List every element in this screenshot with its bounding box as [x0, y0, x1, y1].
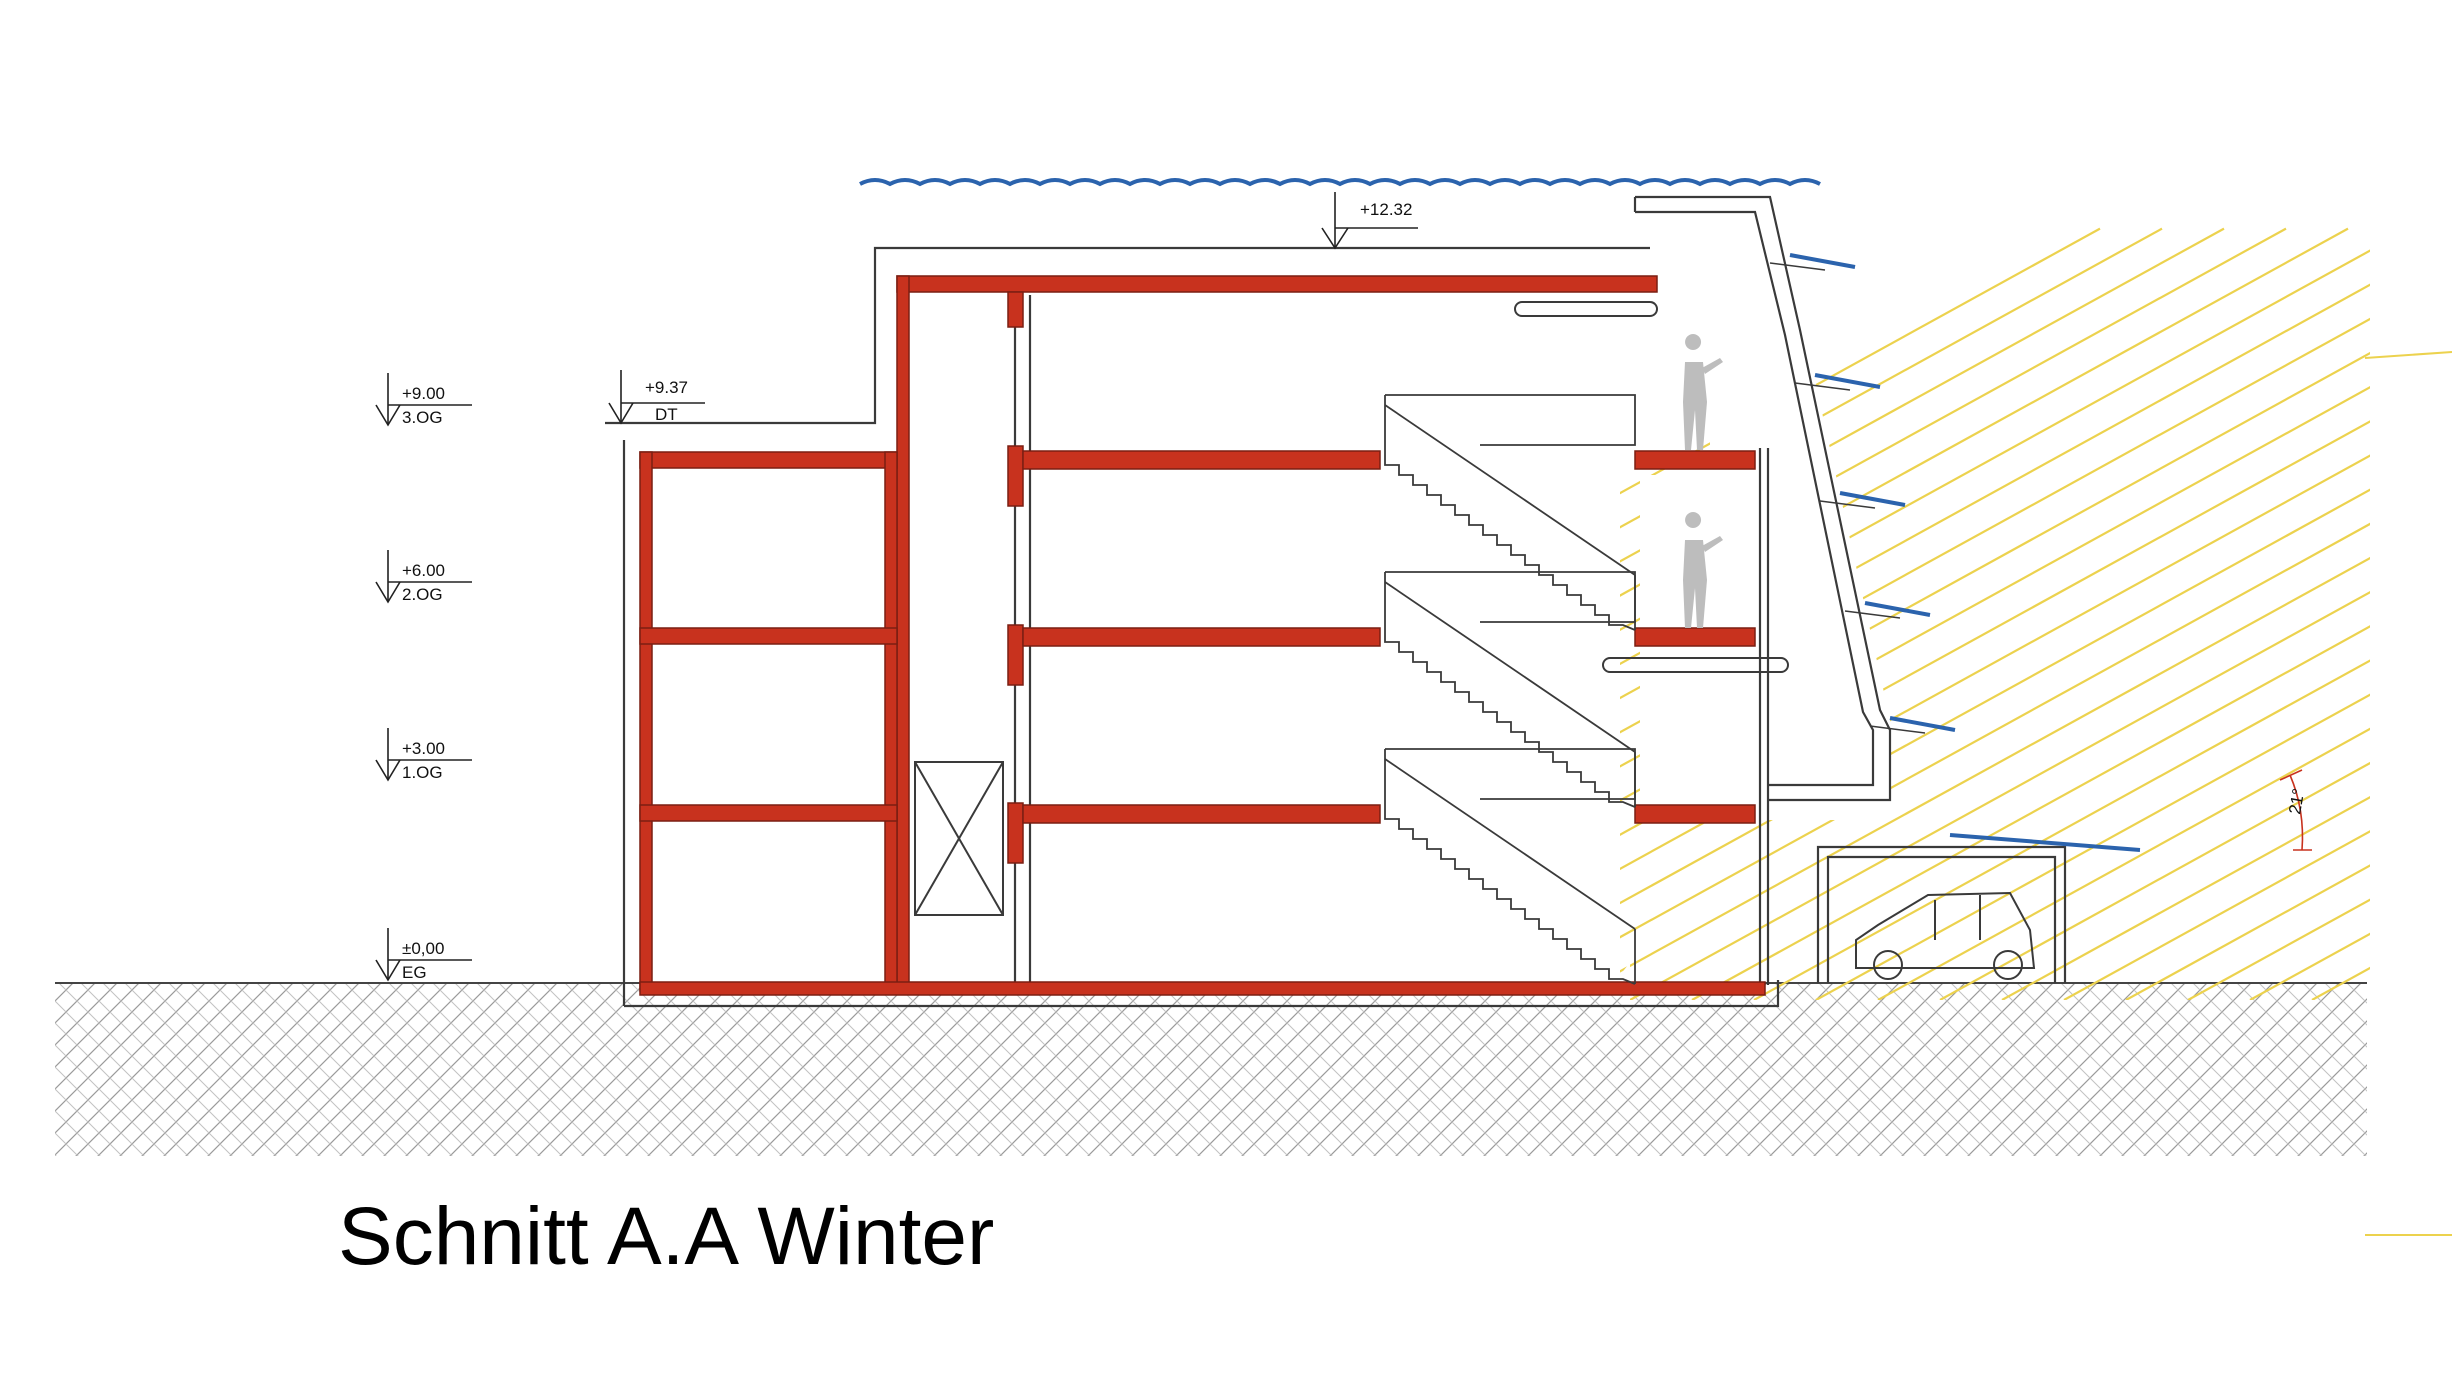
stair-landing	[1385, 571, 1636, 623]
sun-ray	[1071, 227, 2370, 1000]
roof-elevation-label: +12.32	[1360, 200, 1412, 219]
level-name: 2.OG	[402, 585, 443, 604]
sun-ray	[915, 227, 2101, 1000]
sun-ray	[1753, 227, 2370, 1000]
people-silhouettes	[1683, 334, 1723, 628]
stair-stringer	[1384, 581, 1636, 753]
roof-marker	[1321, 192, 1418, 250]
sun-ray	[1319, 227, 2370, 1000]
sun-ray	[1815, 227, 2370, 1000]
sun-ray	[1567, 227, 2370, 1000]
level-elevation: +6.00	[402, 561, 445, 580]
sun-ray	[2001, 227, 2370, 1000]
sun-ray	[915, 227, 2225, 1000]
stair-steps	[1384, 809, 1636, 985]
level-elevation: +3.00	[402, 739, 445, 758]
stair-landing	[1385, 394, 1636, 446]
louvre-blade	[1814, 373, 1881, 389]
stair-steps	[1384, 632, 1636, 808]
sun-ray	[1939, 227, 2370, 1000]
louvre-arm	[1844, 610, 1901, 619]
building-outline	[605, 195, 2067, 1008]
level-marker: +9.00 3.OG	[375, 373, 472, 427]
drawing-title: Schnitt A.A Winter	[338, 1191, 995, 1282]
sky-wave-line	[859, 178, 1821, 187]
sun-ray	[2249, 227, 2370, 1000]
dt-marker	[608, 370, 705, 425]
ground-hatch	[55, 982, 2367, 1156]
louvre-arm	[1819, 500, 1876, 509]
car	[1855, 891, 2036, 980]
ventilation-pipes	[1514, 301, 1789, 673]
sun-ray	[2187, 227, 2370, 1000]
level-elevation: ±0,00	[402, 939, 444, 958]
sun-ray	[1629, 227, 2370, 1000]
stair-stringer	[1384, 758, 1636, 930]
level-name: EG	[402, 963, 427, 982]
louvre-blade	[1864, 601, 1931, 617]
sun-ray	[915, 227, 2287, 1000]
louvre-arm	[1869, 725, 1926, 734]
sun-ray	[2436, 229, 2452, 1000]
edge-lines	[2364, 351, 2452, 1236]
sun-ray	[1505, 227, 2370, 1000]
sun-ray	[2311, 227, 2370, 1000]
elevator-shaft	[914, 761, 1004, 916]
sunshade-louvres	[1769, 253, 2141, 852]
sun-ray	[2374, 229, 2452, 1000]
louvre-blade	[1949, 833, 2141, 852]
structure-red	[639, 275, 1766, 996]
staircases	[1384, 394, 1636, 985]
level-elevation: +9.00	[402, 384, 445, 403]
sun-angle-marker	[2279, 769, 2312, 851]
sun-ray	[2125, 227, 2370, 1000]
stair-stringer	[1384, 404, 1636, 576]
louvre-blade	[1839, 491, 1906, 507]
dt-elevation-label: +9.37	[645, 378, 688, 397]
level-name: 3.OG	[402, 408, 443, 427]
sun-ray	[1877, 227, 2370, 1000]
stair-steps	[1384, 455, 1636, 631]
sun-ray	[1691, 227, 2370, 1000]
sun-ray	[947, 227, 2349, 1000]
sun-angle-label: 21°	[2285, 787, 2308, 816]
level-marker: +6.00 2.OG	[375, 550, 472, 604]
dt-level-name: DT	[655, 405, 678, 424]
louvre-blade	[1889, 716, 1956, 732]
sun-ray	[2063, 227, 2370, 1000]
sun-rays	[915, 227, 2452, 1000]
louvre-blade	[1789, 253, 1856, 269]
level-name: 1.OG	[402, 763, 443, 782]
sun-ray	[915, 227, 2163, 1000]
sun-ray	[1133, 227, 2370, 1000]
level-marker: +3.00 1.OG	[375, 728, 472, 782]
louvre-arm	[1769, 262, 1826, 271]
louvre-arm	[1794, 382, 1851, 391]
stair-landing	[1385, 748, 1636, 800]
sun-ray	[1443, 227, 2370, 1000]
sun-ray	[1009, 227, 2370, 1000]
